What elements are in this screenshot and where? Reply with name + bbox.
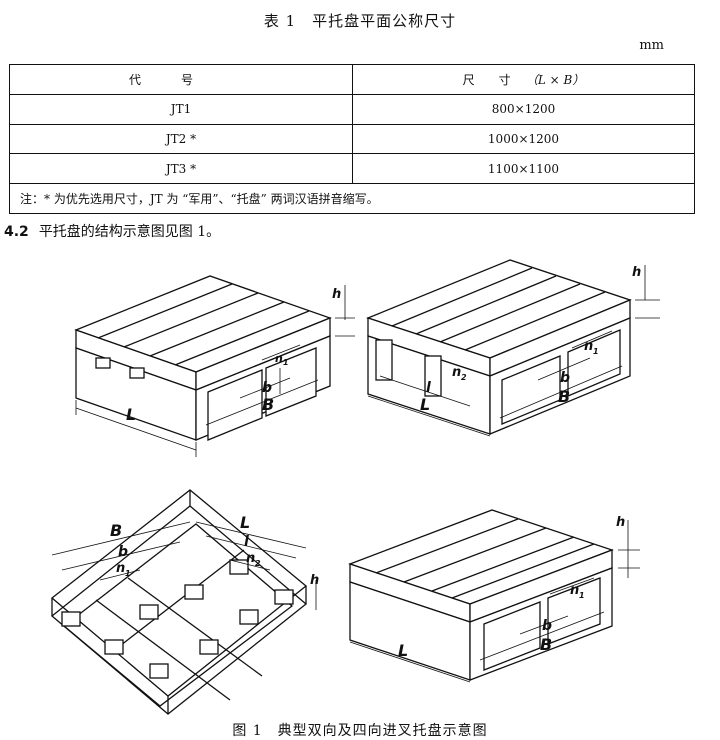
table-note-row: 注：* 为优先选用尺寸，JT 为 “军用”、“托盘” 两词汉语拼音缩写。 — [9, 183, 695, 214]
label-L: L — [420, 395, 430, 414]
table-row: JT3 * 1100×1100 — [9, 153, 695, 185]
table-row: JT1 800×1200 — [9, 93, 695, 125]
label-b: b — [118, 544, 128, 560]
label-n1: n — [116, 561, 125, 576]
pallet-drawing-2: h n 2 n 1 l L b B — [366, 259, 660, 437]
table-row: JT2 * 1000×1200 — [9, 123, 695, 155]
label-l: l — [244, 534, 249, 550]
cell-code: JT3 * — [9, 153, 353, 185]
pallet-figure: h n 1 b B L h n 2 n 1 l L b B — [50, 259, 660, 715]
section-paragraph: 4.2 平托盘的结构示意图见图 1。 — [4, 221, 220, 241]
label-n1: n — [584, 339, 593, 354]
label-L: L — [398, 641, 408, 660]
cell-size: 800×1200 — [352, 93, 695, 125]
label-B: B — [540, 635, 552, 654]
pallet-drawing-3: B b n 1 L l n 2 h — [50, 489, 319, 715]
label-h: h — [632, 265, 641, 280]
label-B: B — [110, 521, 122, 540]
label-n1-sub: 1 — [593, 347, 599, 356]
label-L: L — [240, 513, 250, 532]
pallet-drawing-1: h n 1 b B L — [74, 275, 355, 457]
header-code: 代号 — [9, 64, 353, 95]
label-n1-sub: 1 — [283, 358, 289, 367]
cell-code: JT1 — [9, 93, 353, 125]
label-h: h — [332, 287, 341, 302]
label-h: h — [310, 573, 319, 588]
figure-caption: 图 1 典型双向及四向进叉托盘示意图 — [232, 723, 488, 739]
pallet-drawing-4: h n 1 b B L — [348, 509, 640, 683]
label-n2: n — [452, 365, 461, 380]
size-table: 代号 尺 寸 （L × B） JT1 800×1200 JT2 * 1000×1… — [9, 64, 695, 214]
unit-label: mm — [639, 38, 664, 53]
label-b: b — [262, 380, 272, 396]
label-n1-sub: 1 — [579, 591, 585, 600]
label-L: L — [126, 405, 136, 424]
cell-size: 1000×1200 — [352, 123, 695, 155]
label-n2-sub: 2 — [461, 373, 467, 382]
label-n1: n — [570, 583, 579, 598]
label-n2-sub: 2 — [255, 559, 261, 568]
label-B: B — [558, 387, 570, 406]
label-n1-sub: 1 — [125, 569, 131, 578]
cell-size: 1100×1100 — [352, 153, 695, 185]
label-n2: n — [246, 551, 255, 566]
label-n1: n — [275, 352, 283, 365]
label-l: l — [426, 380, 431, 396]
label-b: b — [560, 370, 570, 386]
table-header-row: 代号 尺 寸 （L × B） — [9, 64, 695, 95]
section-number: 4.2 — [4, 224, 29, 240]
section-text: 平托盘的结构示意图见图 1。 — [38, 224, 221, 240]
label-B: B — [262, 395, 274, 414]
table-note: 注：* 为优先选用尺寸，JT 为 “军用”、“托盘” 两词汉语拼音缩写。 — [9, 183, 695, 214]
header-size: 尺 寸 （L × B） — [352, 64, 695, 95]
cell-code: JT2 * — [9, 123, 353, 155]
table-title: 表 1 平托盘平面公称尺寸 — [263, 12, 457, 30]
label-h: h — [616, 515, 625, 530]
header-size-formula: （L × B） — [525, 72, 585, 87]
label-b: b — [542, 618, 552, 634]
